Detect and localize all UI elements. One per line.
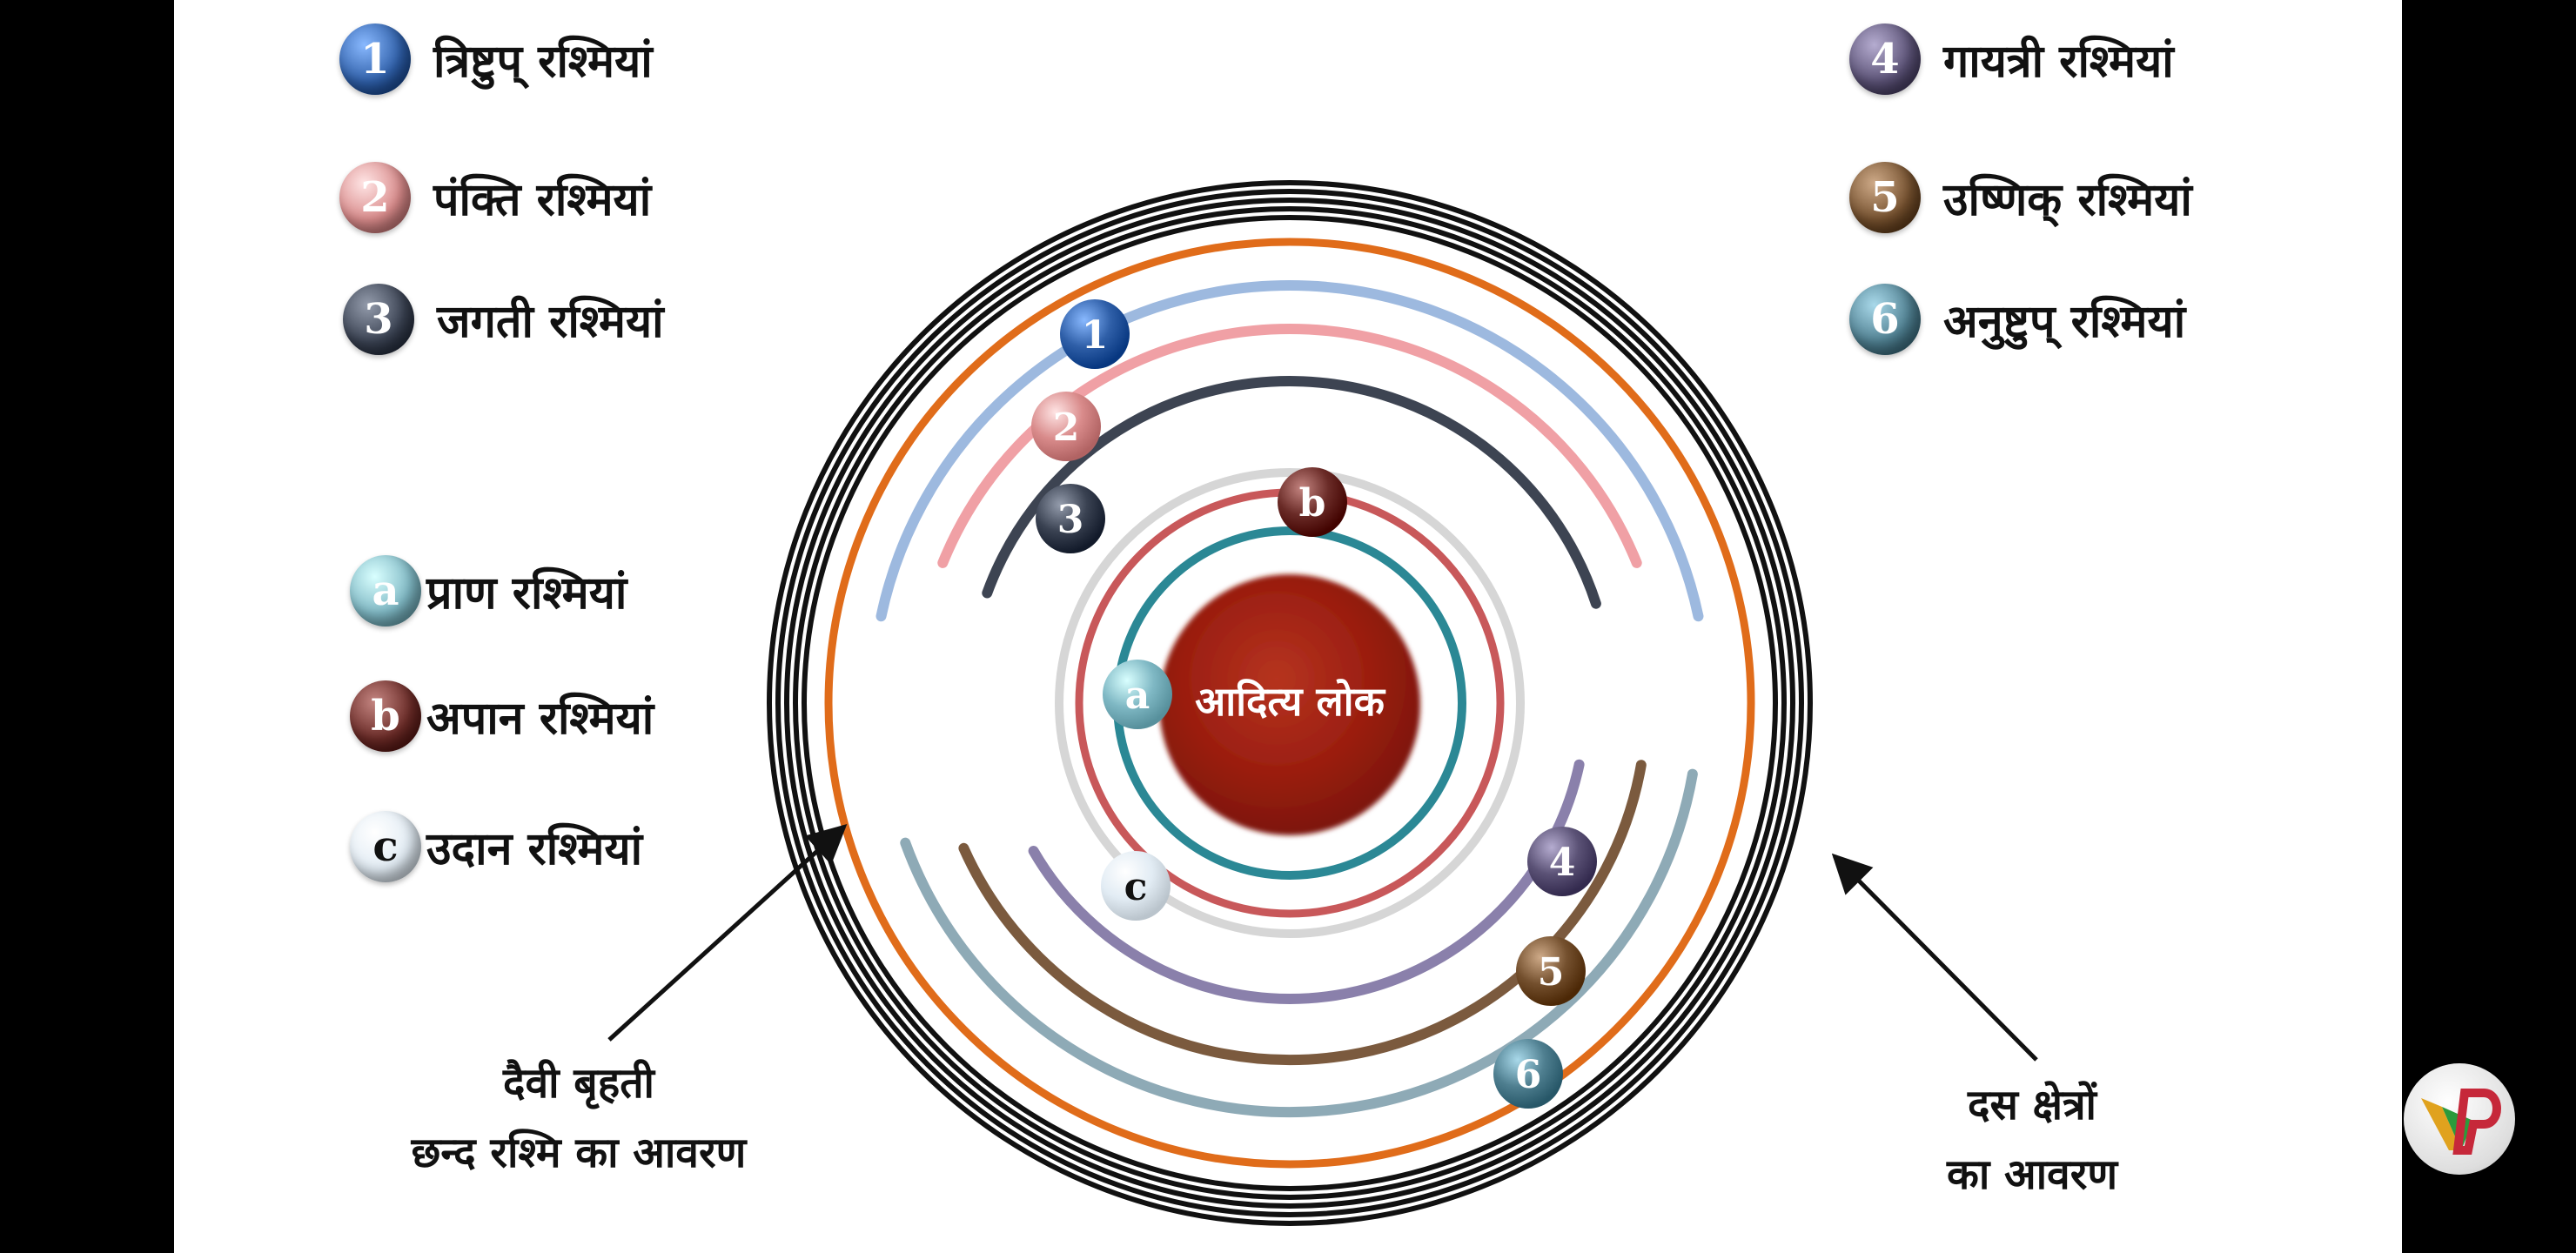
diagram-marker-text: 5 xyxy=(1538,950,1565,995)
legend-item-c: c उदान रश्मियां xyxy=(350,811,642,882)
diagram-marker-text: 2 xyxy=(1053,405,1080,450)
caption-left-line2: छन्द रश्मि का आवरण xyxy=(411,1129,747,1177)
orange-ring xyxy=(824,238,1755,1169)
sun-disk xyxy=(1159,574,1420,835)
diagram-marker-text: c xyxy=(1124,865,1148,909)
marker-4: 4 xyxy=(1849,23,1921,95)
legend-label-a: प्राण रश्मियां xyxy=(426,566,627,620)
diagram-marker-text: 3 xyxy=(1057,498,1084,542)
arc-5 xyxy=(958,760,1647,1066)
marker-a: a xyxy=(350,555,421,626)
caption-left-line1: दैवी बृहती xyxy=(502,1059,654,1108)
arrow-right xyxy=(1831,853,2038,1062)
outer-black-ring xyxy=(793,206,1787,1200)
caption-right-line1: दस क्षेत्रों xyxy=(1968,1081,2096,1129)
diagram-marker-ball xyxy=(1060,299,1130,369)
center-label: आदित्य लोक xyxy=(1195,678,1385,725)
legend-item-3: 3 जगती रश्मियां xyxy=(343,284,664,355)
diagram-marker-text: 6 xyxy=(1515,1053,1542,1097)
diagram-marker-ball xyxy=(1036,484,1105,553)
diagram-marker-ball xyxy=(1527,827,1597,896)
diagram-marker-a: a xyxy=(1103,660,1172,729)
legend-label-2: पंक्ति रश्मियां xyxy=(433,173,652,226)
diagram-marker-2: 2 xyxy=(1031,392,1101,461)
diagram-marker-6: 6 xyxy=(1493,1039,1563,1109)
marker-1: 1 xyxy=(339,23,411,95)
diagram-marker-4: 4 xyxy=(1527,827,1597,896)
caption-left: दैवी बृहती छन्द रश्मि का आवरण xyxy=(344,1049,814,1188)
diagram-marker-ball xyxy=(1278,467,1347,537)
markers-layer: 1 2 3 b a c 4 5 6 xyxy=(1031,299,1597,1109)
legend-item-6: 6 अनुष्टुप् रश्मियां xyxy=(1849,284,2185,355)
arrows-layer xyxy=(607,823,2038,1062)
marker-5: 5 xyxy=(1849,162,1921,233)
legend-label-1: त्रिष्टुप् रश्मियां xyxy=(433,35,653,88)
arrow-left xyxy=(607,823,848,1042)
diagram-marker-text: 4 xyxy=(1549,841,1576,885)
outer-black-ring xyxy=(775,189,1804,1217)
legend-item-4: 4 गायत्री रश्मियां xyxy=(1849,23,2174,95)
legend-label-5: उष्णिक् रश्मियां xyxy=(1943,173,2192,226)
arc-1 xyxy=(875,280,1704,622)
vp-logo-icon xyxy=(2404,1063,2515,1175)
marker-2: 2 xyxy=(339,162,411,233)
diagram-marker-ball xyxy=(1031,392,1101,461)
legend-label-6: अनुष्टुप् रश्मियां xyxy=(1943,295,2186,348)
diagram-marker-text: 1 xyxy=(1082,313,1109,358)
legend-label-b: अपान रश्मियां xyxy=(426,692,654,745)
arc-3 xyxy=(982,376,1601,609)
legend-item-2: 2 पंक्ति रश्मियां xyxy=(339,162,651,233)
diagram-marker-b: b xyxy=(1278,467,1347,537)
diagram-marker-ball xyxy=(1101,851,1171,921)
legend-item-b: b अपान रश्मियां xyxy=(350,680,654,752)
legend-item-1: 1 त्रिष्टुप् रश्मियां xyxy=(339,23,653,95)
marker-b: b xyxy=(350,680,421,752)
legend-label-3: जगती रश्मियां xyxy=(437,295,664,348)
diagram-marker-text: a xyxy=(1125,673,1150,718)
diagram-marker-ball xyxy=(1516,936,1586,1006)
legend-item-a: a प्राण रश्मियां xyxy=(350,555,627,626)
diagram-marker-c: c xyxy=(1101,851,1171,921)
marker-c: c xyxy=(350,811,421,882)
diagram-marker-ball xyxy=(1493,1039,1563,1109)
diagram-marker-text: b xyxy=(1299,481,1326,526)
caption-right: दस क्षेत्रों का आवरण xyxy=(1888,1070,2176,1209)
caption-right-line2: का आवरण xyxy=(1946,1150,2118,1199)
diagram-marker-ball xyxy=(1103,660,1172,729)
outer-black-ring xyxy=(784,198,1795,1209)
diagram-marker-5: 5 xyxy=(1516,936,1586,1006)
ring-c xyxy=(1055,468,1525,938)
arc-6 xyxy=(900,768,1698,1118)
marker-3: 3 xyxy=(343,284,414,355)
arc-2 xyxy=(937,323,1642,568)
marker-6: 6 xyxy=(1849,284,1921,355)
outer-black-ring xyxy=(802,215,1778,1191)
legend-label-c: उदान रश्मियां xyxy=(426,822,643,875)
diagram-marker-1: 1 xyxy=(1060,299,1130,369)
legend-label-4: गायत्री रश्मियां xyxy=(1943,35,2174,88)
legend-item-5: 5 उष्णिक् रश्मियां xyxy=(1849,162,2192,233)
outer-black-ring xyxy=(767,180,1813,1226)
diagram-marker-3: 3 xyxy=(1036,484,1105,553)
